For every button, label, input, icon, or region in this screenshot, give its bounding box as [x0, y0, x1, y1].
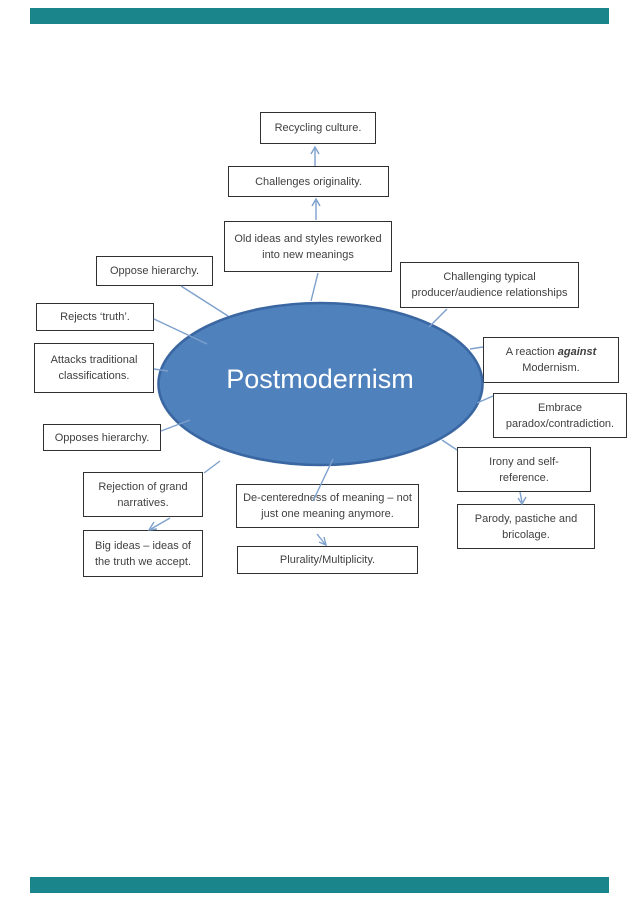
center-ellipse [157, 301, 484, 467]
node-parody-pastiche: Parody, pastiche and bricolage. [457, 504, 595, 549]
node-label: Oppose hierarchy. [109, 265, 200, 277]
node-reaction-against-modernism: A reaction against Modernism. [483, 337, 619, 383]
node-big-ideas: Big ideas – ideas of the truth we accept… [83, 530, 203, 577]
node-label: the truth we accept. [95, 555, 191, 568]
node-label: into new meanings [262, 248, 354, 261]
connector-rejects-truth-ellipse [153, 318, 208, 345]
node-label: producer/audience relationships [411, 287, 568, 299]
node-label: bricolage. [502, 528, 550, 541]
connector-embrace-ellipse [476, 395, 494, 404]
arrow-head [318, 536, 328, 547]
connector-rejection-ellipse [203, 460, 221, 474]
connector-attacks-ellipse [153, 368, 169, 372]
node-label: just one meaning anymore. [261, 508, 394, 520]
connector-irony-ellipse [441, 439, 458, 451]
node-label: Old ideas and styles reworked [234, 232, 382, 245]
connector-challenging-ellipse [428, 308, 448, 328]
node-label: De-centeredness of meaning – not [243, 492, 412, 504]
connector-reaction-ellipse [469, 346, 484, 350]
node-challenging-typical: Challenging typical producer/audience re… [400, 262, 579, 308]
node-opposes-hierarchy: Opposes hierarchy. [43, 424, 161, 451]
node-label: A reaction against [506, 344, 597, 360]
node-label: Challenging typical [443, 271, 536, 283]
node-plurality: Plurality/Multiplicity. [237, 546, 418, 574]
node-label: Parody, pastiche and [474, 512, 578, 525]
connector-oppose-hierarchy-ellipse [180, 285, 229, 317]
node-label: Recycling culture. [274, 122, 362, 134]
node-label: Challenges originality. [255, 175, 362, 188]
node-label: Rejection of grand [98, 480, 188, 493]
node-label-text: A reaction [505, 346, 558, 358]
node-label: narratives. [117, 496, 169, 509]
bottom-accent-bar [30, 877, 609, 893]
node-old-ideas: Old ideas and styles reworked into new m… [224, 221, 392, 272]
connector-ellipse-old-ideas [310, 272, 319, 302]
node-attacks-classifications: Attacks traditional classifications. [34, 343, 154, 393]
arrow-rejection-big-ideas [150, 517, 171, 530]
node-label: Big ideas – ideas of [94, 539, 191, 552]
node-oppose-hierarchy: Oppose hierarchy. [96, 256, 213, 286]
arrow-head [517, 496, 527, 506]
node-label: Rejects ‘truth’. [60, 311, 130, 323]
connector-opposes-hierarchy-ellipse [160, 419, 191, 432]
top-accent-bar [30, 8, 609, 24]
center-ellipse-label: Postmodernism [226, 364, 414, 394]
node-rejection-grand-narratives: Rejection of grand narratives. [83, 472, 203, 517]
node-irony-self-reference: Irony and self- reference. [457, 447, 591, 492]
node-challenges-originality: Challenges originality. [228, 166, 389, 197]
node-embrace-paradox: Embrace paradox/contradiction. [493, 393, 627, 438]
arrow-head [147, 521, 158, 531]
node-decenteredness: De-centeredness of meaning – not just on… [236, 484, 419, 528]
arrow-head [310, 145, 320, 155]
node-label: Attacks traditional [50, 354, 138, 366]
node-label: Modernism. [522, 362, 580, 374]
node-label: Opposes hierarchy. [54, 431, 150, 444]
node-label: Irony and self- [489, 455, 559, 468]
node-label: classifications. [58, 370, 130, 382]
node-recycling-culture: Recycling culture. [260, 112, 376, 144]
node-label: Embrace [537, 401, 583, 414]
arrow-decenteredness-plurality [316, 533, 326, 545]
node-rejects-truth: Rejects ‘truth’. [36, 303, 154, 331]
node-label: Plurality/Multiplicity. [279, 554, 376, 566]
node-label-emphasis: against [557, 346, 597, 358]
arrow-irony-parody [519, 491, 523, 503]
node-label: paradox/contradiction. [505, 417, 615, 430]
arrow-head [311, 197, 321, 207]
node-label: reference. [499, 471, 549, 484]
